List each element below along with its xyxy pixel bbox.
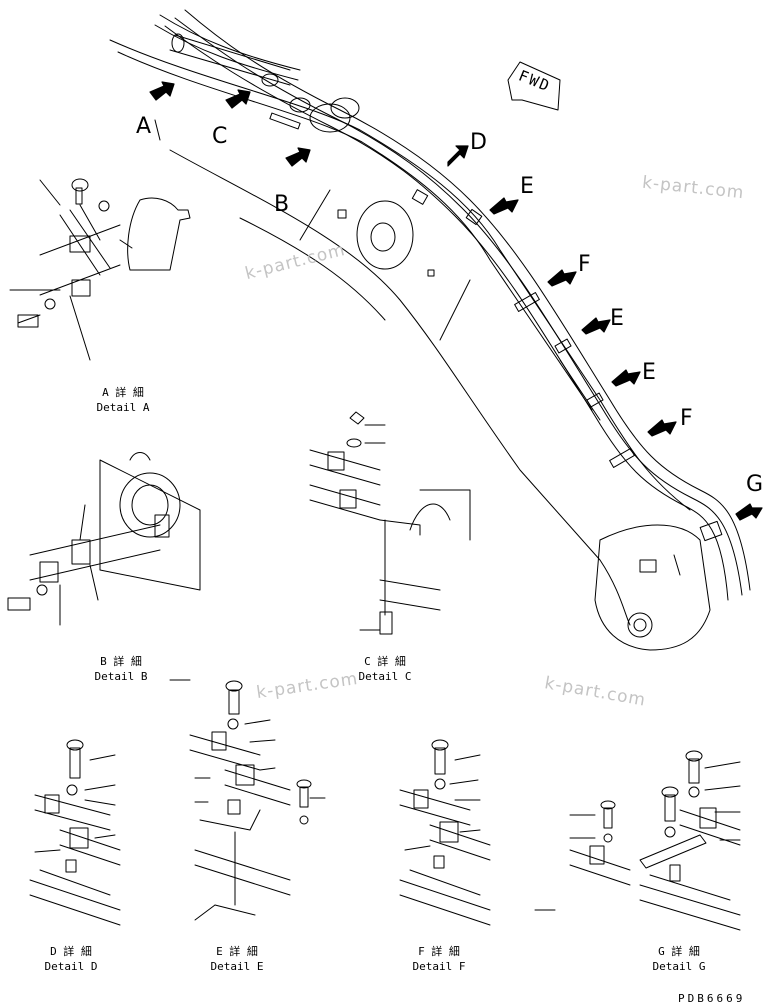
detail-d-caption: D 詳 細 Detail D [26,944,116,974]
detail-e-caption: E 詳 細 Detail E [192,944,282,974]
detail-e-en: Detail E [210,960,264,973]
callout-letter-d: D [470,130,487,155]
detail-a-drawing [10,179,190,360]
detail-f-drawing [400,740,490,925]
detail-a-jp: A 詳 細 [102,386,144,399]
arrow-a [150,82,174,100]
detail-g-jp: G 詳 細 [658,945,700,958]
leader-lines [155,120,555,910]
hydraulic-pipes [165,10,750,600]
callout-letter-e1: E [520,174,534,199]
callout-letter-f2: F [680,406,693,431]
boom-clamps [412,190,722,575]
detail-a-caption: A 詳 細 Detail A [78,385,168,415]
arrow-e3 [612,370,640,386]
detail-c-en: Detail C [358,670,412,683]
arrow-f2 [648,420,676,436]
arrow-c [226,90,250,108]
detail-a-en: Detail A [96,401,150,414]
detail-g-drawing [570,751,740,930]
detail-b-en: Detail B [94,670,148,683]
part-number: PDB6669 [678,992,746,1005]
callout-letter-e3: E [642,360,656,385]
detail-b-caption: B 詳 細 Detail B [76,654,166,684]
detail-d-jp: D 詳 細 [50,945,92,958]
callout-letter-g: G [746,472,764,497]
boom-body [110,15,710,650]
fwd-indicator [508,62,560,110]
detail-c-caption: C 詳 細 Detail C [340,654,430,684]
detail-f-jp: F 詳 細 [418,945,460,958]
callout-letter-c: C [212,124,228,149]
detail-c-jp: C 詳 細 [364,655,406,668]
arrow-e1 [490,198,518,214]
callout-letter-e2: E [610,306,624,331]
arrow-e2 [582,318,610,334]
arrow-g [736,504,762,520]
detail-f-en: Detail F [412,960,466,973]
detail-f-caption: F 詳 細 Detail F [394,944,484,974]
arrow-d [448,146,468,166]
detail-g-en: Detail G [652,960,706,973]
callout-arrows [150,82,762,520]
callout-letter-f1: F [578,252,591,277]
arrow-f1 [548,270,576,286]
detail-d-en: Detail D [44,960,98,973]
detail-b-jp: B 詳 細 [100,655,142,668]
callout-letter-a: A [136,114,152,139]
arrow-b [286,148,310,166]
detail-e-drawing [190,681,325,920]
callout-letter-b: B [274,192,290,217]
detail-c-drawing [310,412,470,634]
detail-d-drawing [30,740,120,925]
detail-b-drawing [8,453,200,626]
detail-e-jp: E 詳 細 [216,945,258,958]
detail-g-caption: G 詳 細 Detail G [634,944,724,974]
